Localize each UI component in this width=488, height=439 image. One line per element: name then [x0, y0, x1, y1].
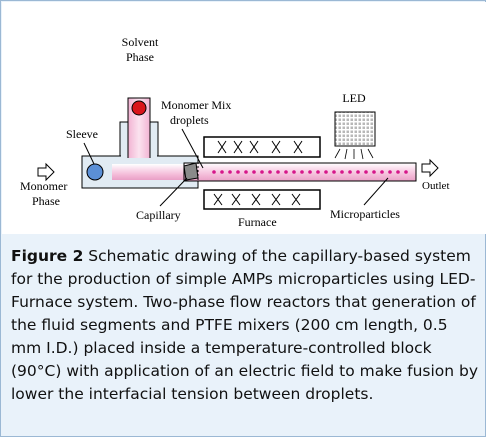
- figure-caption: Figure 2 Schematic drawing of the capill…: [11, 245, 481, 406]
- monomer-mix-label-2: droplets: [170, 113, 209, 127]
- schematic-diagram: Solvent Phase: [20, 35, 450, 229]
- outlet-arrow: [421, 158, 439, 178]
- caption-text: Schematic drawing of the capillary-based…: [11, 247, 479, 403]
- led-panel: [334, 111, 376, 147]
- sleeve-blue-circle: [86, 163, 104, 181]
- solvent-phase-label-2: Phase: [126, 50, 154, 64]
- furnace-bottom-crosses: [213, 193, 301, 206]
- capillary-nozzle: [183, 162, 199, 181]
- monomer-mix-label-1: Monomer Mix: [161, 98, 231, 112]
- microparticles-leader: [363, 177, 389, 206]
- microparticle-droplets: [212, 170, 408, 174]
- led-label: LED: [342, 91, 366, 105]
- led-light-rays: [334, 148, 374, 160]
- furnace-top-crosses: [217, 140, 303, 154]
- solvent-droplet: [131, 100, 147, 116]
- figure-number: Figure 2: [11, 247, 84, 265]
- capillary-leader: [159, 177, 188, 207]
- monomer-mix-leader: [181, 128, 204, 169]
- sleeve-leader: [83, 142, 95, 165]
- furnace-label: Furnace: [238, 215, 277, 229]
- sleeve-label: Sleeve: [66, 127, 98, 141]
- junction-inner-tube: [112, 164, 198, 180]
- capillary-label: Capillary: [136, 208, 181, 222]
- outlet-label: Outlet: [422, 180, 450, 192]
- capillary-tube: [183, 162, 417, 182]
- furnace-top-block: [203, 136, 321, 158]
- monomer-inlet-arrow: [37, 162, 55, 182]
- monomer-phase-label-1: Monomer: [20, 179, 67, 193]
- microparticles-label: Microparticles: [330, 207, 400, 221]
- furnace-bottom-block: [203, 189, 321, 210]
- diagram-area: Solvent Phase: [2, 2, 486, 234]
- monomer-phase-label-2: Phase: [32, 194, 60, 208]
- solvent-phase-label-1: Solvent: [122, 35, 159, 49]
